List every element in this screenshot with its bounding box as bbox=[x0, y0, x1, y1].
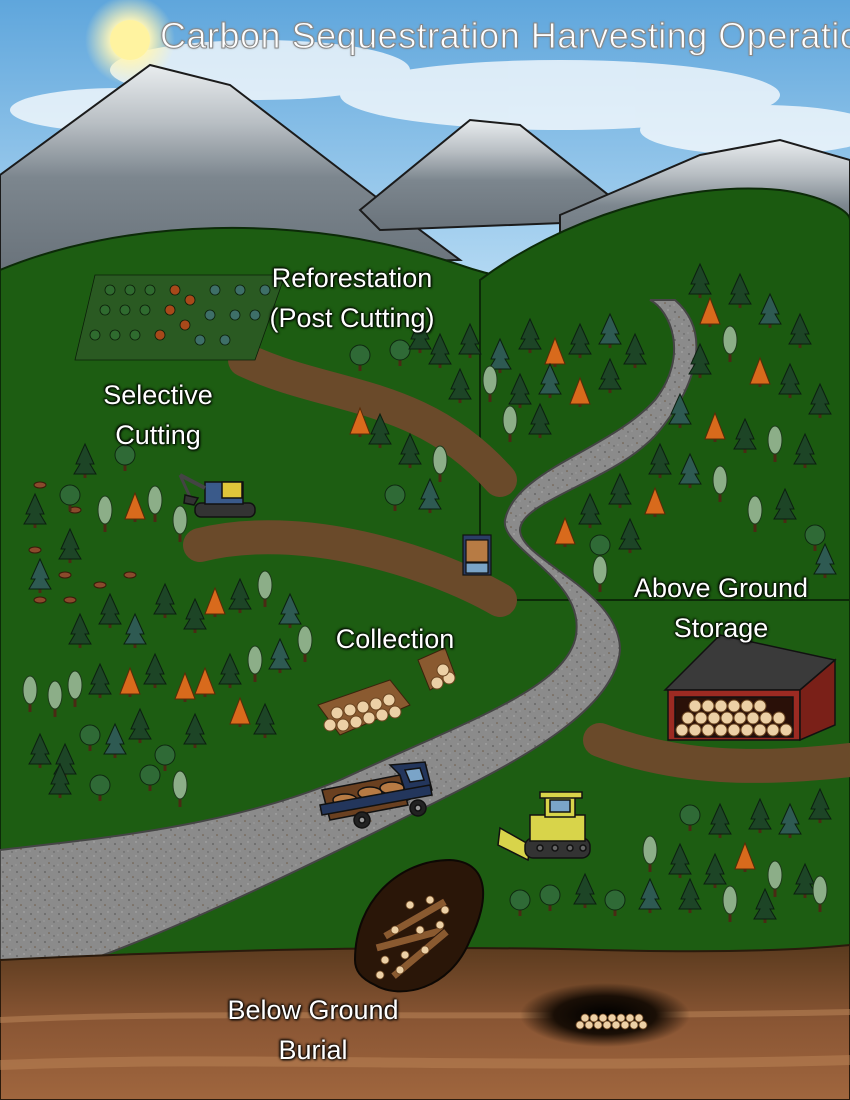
label-below-ground-burial: Below Ground Burial bbox=[218, 990, 408, 1070]
sun-icon bbox=[85, 0, 175, 85]
label-reforestation-line1: Reforestation bbox=[271, 263, 433, 293]
buried-logs bbox=[520, 983, 690, 1047]
reforestation-plot bbox=[74, 274, 286, 361]
label-reforestation-line2: (Post Cutting) bbox=[269, 303, 435, 333]
log-pile-icon bbox=[317, 647, 456, 736]
flatbed-truck-icon bbox=[319, 761, 433, 829]
label-below-line1: Below Ground bbox=[227, 995, 399, 1025]
burial-pit-icon bbox=[353, 858, 485, 993]
label-above-ground-storage: Above Ground Storage bbox=[625, 568, 817, 648]
label-below-line2: Burial bbox=[278, 1035, 348, 1065]
label-collection-text: Collection bbox=[335, 624, 455, 654]
label-selective-cutting: Selective Cutting bbox=[88, 375, 228, 455]
label-collection: Collection bbox=[325, 619, 465, 659]
label-above-line2: Storage bbox=[673, 613, 769, 643]
page-title: Carbon Sequestration Harvesting Operatio… bbox=[160, 15, 850, 57]
gravel-road bbox=[0, 299, 698, 987]
label-reforestation: Reforestation (Post Cutting) bbox=[262, 258, 442, 338]
selective-cutting-area bbox=[23, 443, 188, 604]
log-truck-icon bbox=[462, 534, 492, 576]
excavator-icon bbox=[178, 473, 256, 518]
dirt-paths bbox=[183, 343, 850, 783]
label-selective-line2: Cutting bbox=[115, 420, 201, 450]
label-selective-line1: Selective bbox=[103, 380, 213, 410]
bulldozer-icon bbox=[497, 791, 591, 862]
label-above-line1: Above Ground bbox=[633, 573, 809, 603]
